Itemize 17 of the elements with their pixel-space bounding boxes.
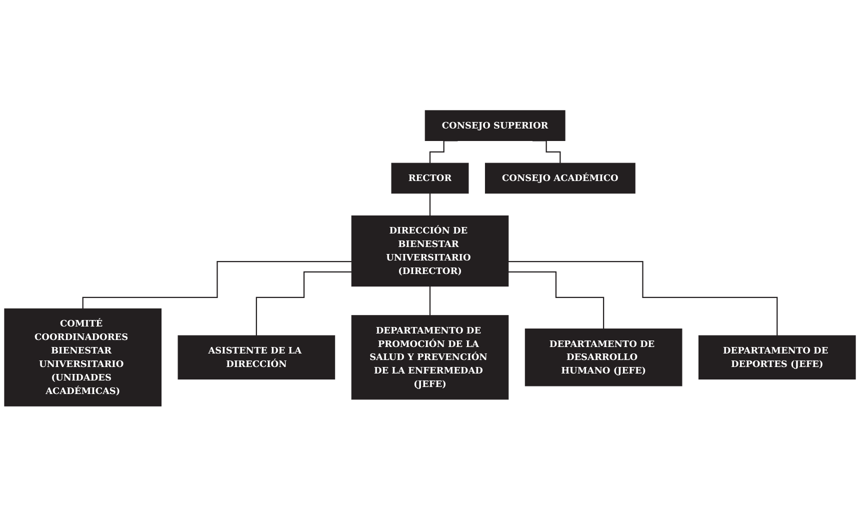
node-box: DEPARTAMENTO DE PROMOCIÓN DE LA SALUD Y PREVENCIÓN DE LA ENFERMEDAD (JEFE) (351, 314, 509, 400)
connector (429, 140, 458, 164)
node-box: RECTOR (391, 162, 469, 194)
connector (508, 260, 778, 336)
connector (256, 271, 352, 336)
node-box: DEPARTAMENTO DE DEPORTES (JEFE) (698, 334, 856, 380)
connector (82, 260, 352, 309)
node-box: CONSEJO SUPERIOR (424, 110, 566, 141)
node-box: DIRECCIÓN DE BIENESTAR UNIVERSITARIO (DIRECTOR) (351, 215, 509, 286)
connector (429, 285, 431, 316)
node-box: CONSEJO ACADÉMICO (484, 162, 636, 194)
connector (429, 192, 431, 216)
connector (532, 140, 561, 164)
node-box: ASISTENTE DE LA DIRECCIÓN (178, 334, 336, 380)
node-box: DEPARTAMENTO DE DESARROLLO HUMANO (JEFE) (524, 328, 682, 386)
node-box: COMITÉ COORDINADORES BIENESTAR UNIVERSITARIO (UNIDADES ACADÉMICAS) (4, 308, 162, 406)
connector (508, 271, 604, 330)
